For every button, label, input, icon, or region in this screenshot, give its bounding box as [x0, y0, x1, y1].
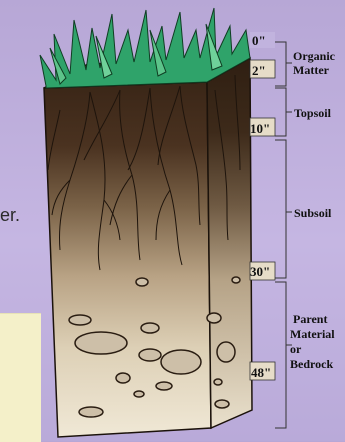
layer-organic-line2: Matter [293, 63, 330, 77]
depth-label-10: 10" [250, 121, 270, 136]
layer-parent-line4: Bedrock [290, 357, 333, 371]
depth-label-30: 30" [250, 264, 270, 279]
layer-organic-line1: Organic [293, 49, 336, 63]
depth-label-0: 0" [252, 33, 266, 48]
layer-parent-line1: Parent [293, 312, 327, 326]
layer-parent-line3: or [290, 342, 302, 356]
layer-subsoil: Subsoil [294, 206, 332, 220]
depth-label-48: 48" [251, 365, 271, 380]
depth-markers: 0" 2" 10" 30" 48" [250, 32, 275, 380]
grass-tuft [40, 8, 250, 88]
depth-label-2: 2" [252, 63, 266, 78]
layer-parent-line2: Material [290, 327, 335, 341]
layer-topsoil: Topsoil [294, 106, 332, 120]
layer-labels: Organic Matter Topsoil Subsoil Parent Ma… [290, 49, 336, 371]
